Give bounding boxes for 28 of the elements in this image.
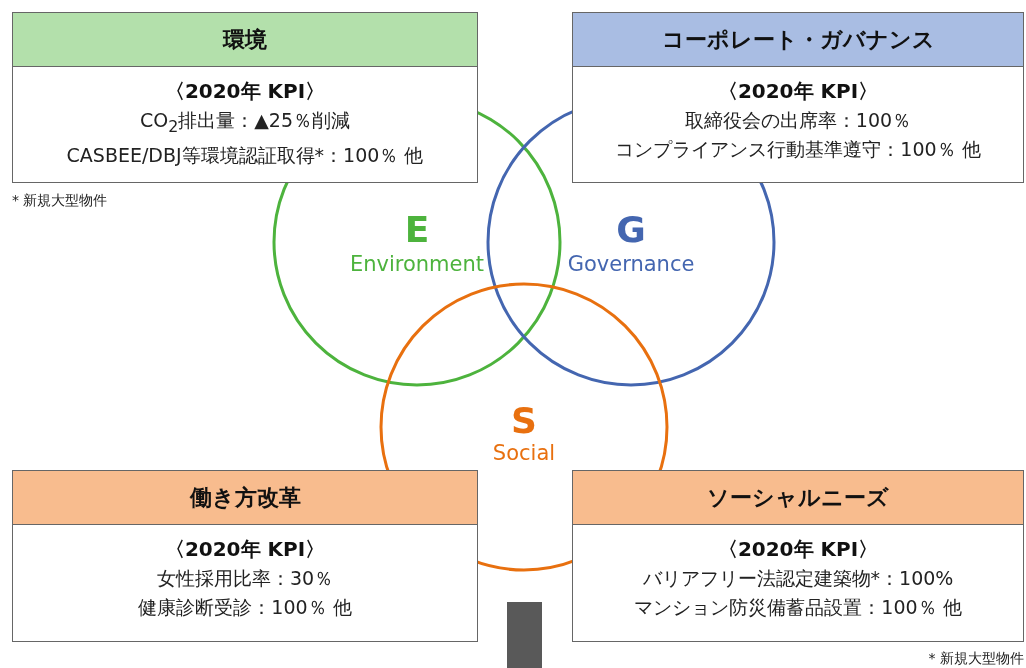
kpi-card: [572, 12, 1024, 183]
card-header: コーポレート・ガバナンス: [573, 13, 1023, 67]
kpi-card: [12, 470, 478, 642]
circle-letter: E: [403, 209, 431, 250]
kpi-item: 取締役会の出席率：100％: [683, 108, 913, 133]
footnote: * 新規大型物件: [928, 650, 1024, 668]
circle-caption: Governance: [566, 252, 696, 276]
circle-letter: G: [615, 209, 647, 250]
card-header: 働き方改革: [13, 471, 477, 525]
kpi-item: コンプライアンス行動基準遵守：100％ 他: [614, 137, 982, 162]
kpi-item: 健康診断受診：100％ 他: [137, 595, 353, 620]
kpi-item: 女性採用比率：30％: [155, 566, 335, 591]
card-header: 環境: [13, 13, 477, 67]
circle-caption: Social: [491, 441, 557, 465]
footnote: * 新規大型物件: [12, 192, 108, 210]
kpi-item: バリアフリー法認定建築物*：100%: [641, 566, 955, 591]
card-header: ソーシャルニーズ: [573, 471, 1023, 525]
kpi-heading: 〈2020年 KPI〉: [716, 78, 880, 105]
kpi-item: マンション防災備蓄品設置：100％ 他: [633, 595, 963, 620]
kpi-card: [572, 470, 1024, 642]
kpi-heading: 〈2020年 KPI〉: [163, 78, 327, 105]
kpi-item: CASBEE/DBJ等環境認証取得*：100％ 他: [65, 142, 425, 168]
kpi-item: CO$_{2}$排出量：▲25％削減: [138, 108, 352, 138]
kpi-heading: 〈2020年 KPI〉: [163, 536, 327, 563]
kpi-heading: 〈2020年 KPI〉: [716, 536, 880, 563]
circle-caption: Environment: [348, 252, 486, 276]
circle-letter: S: [510, 400, 538, 441]
kpi-card: [12, 12, 478, 183]
